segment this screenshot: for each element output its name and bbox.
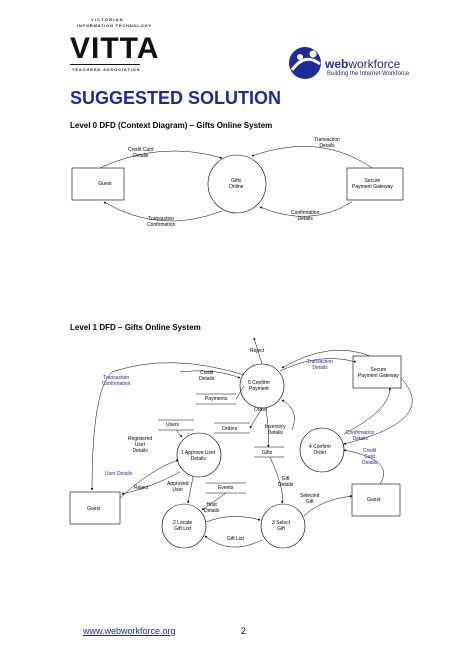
level1-process-1 xyxy=(176,432,222,478)
l1-store-payments: Payments xyxy=(205,396,228,402)
level1-process-3 xyxy=(260,503,306,549)
level0-guest-entity xyxy=(71,167,125,201)
level0-guest-label: Guest xyxy=(98,181,112,187)
level1-title: Level 1 DFD – Gifts Online System xyxy=(70,323,201,332)
level0-flow-txn-details xyxy=(251,146,373,169)
page-number: 2 xyxy=(241,626,247,636)
vitta-logo-line2: INFORMATION TECHNOLOGY xyxy=(77,23,152,28)
level0-gateway-entity xyxy=(346,167,404,201)
vitta-logo-rule xyxy=(70,64,140,65)
l1-guest-left-label: Guest xyxy=(87,506,101,512)
webworkforce-globe-icon xyxy=(289,47,321,79)
l1-reject-top-label: Reject xyxy=(250,348,265,354)
l1-order-label: Order xyxy=(254,407,267,413)
l1-store-gifts: Gifts xyxy=(262,450,273,456)
level1-gateway-entity xyxy=(352,355,402,389)
l1-gift-list-label: Gift List xyxy=(227,536,244,542)
l1-guest-right-label: Guest xyxy=(367,497,381,503)
level0-process xyxy=(207,154,267,214)
vitta-logo: VITTA xyxy=(70,32,160,65)
level1-guest-left-entity xyxy=(69,491,121,525)
footer-website-link[interactable]: www.webworkforce.org xyxy=(83,626,176,636)
vitta-logo-line1: VICTORIAN xyxy=(91,17,124,22)
page-heading: SUGGESTED SOLUTION xyxy=(70,88,282,108)
l1-store-users: Users xyxy=(166,422,180,428)
level0-flow-txn-confirm xyxy=(103,201,223,222)
vitta-logo-line3: TEACHERS ASSOCIATION xyxy=(72,67,141,72)
webworkforce-logo: webworkforce xyxy=(325,57,401,71)
l1-reject-left-label: Reject xyxy=(134,485,149,491)
webworkforce-tagline: Building the Internet Workforce xyxy=(327,71,410,77)
l1-store-events: Events xyxy=(218,485,234,491)
level1-process-2 xyxy=(161,503,207,549)
l1-store-orders: Orders xyxy=(222,426,238,432)
level0-title: Level 0 DFD (Context Diagram) – Gifts On… xyxy=(70,121,273,130)
level0-flow-credit xyxy=(99,150,223,169)
level0-flow-confirm-details xyxy=(259,201,353,217)
level1-guest-right-entity xyxy=(351,483,401,517)
l1-user-details-label: User Details xyxy=(105,471,133,477)
